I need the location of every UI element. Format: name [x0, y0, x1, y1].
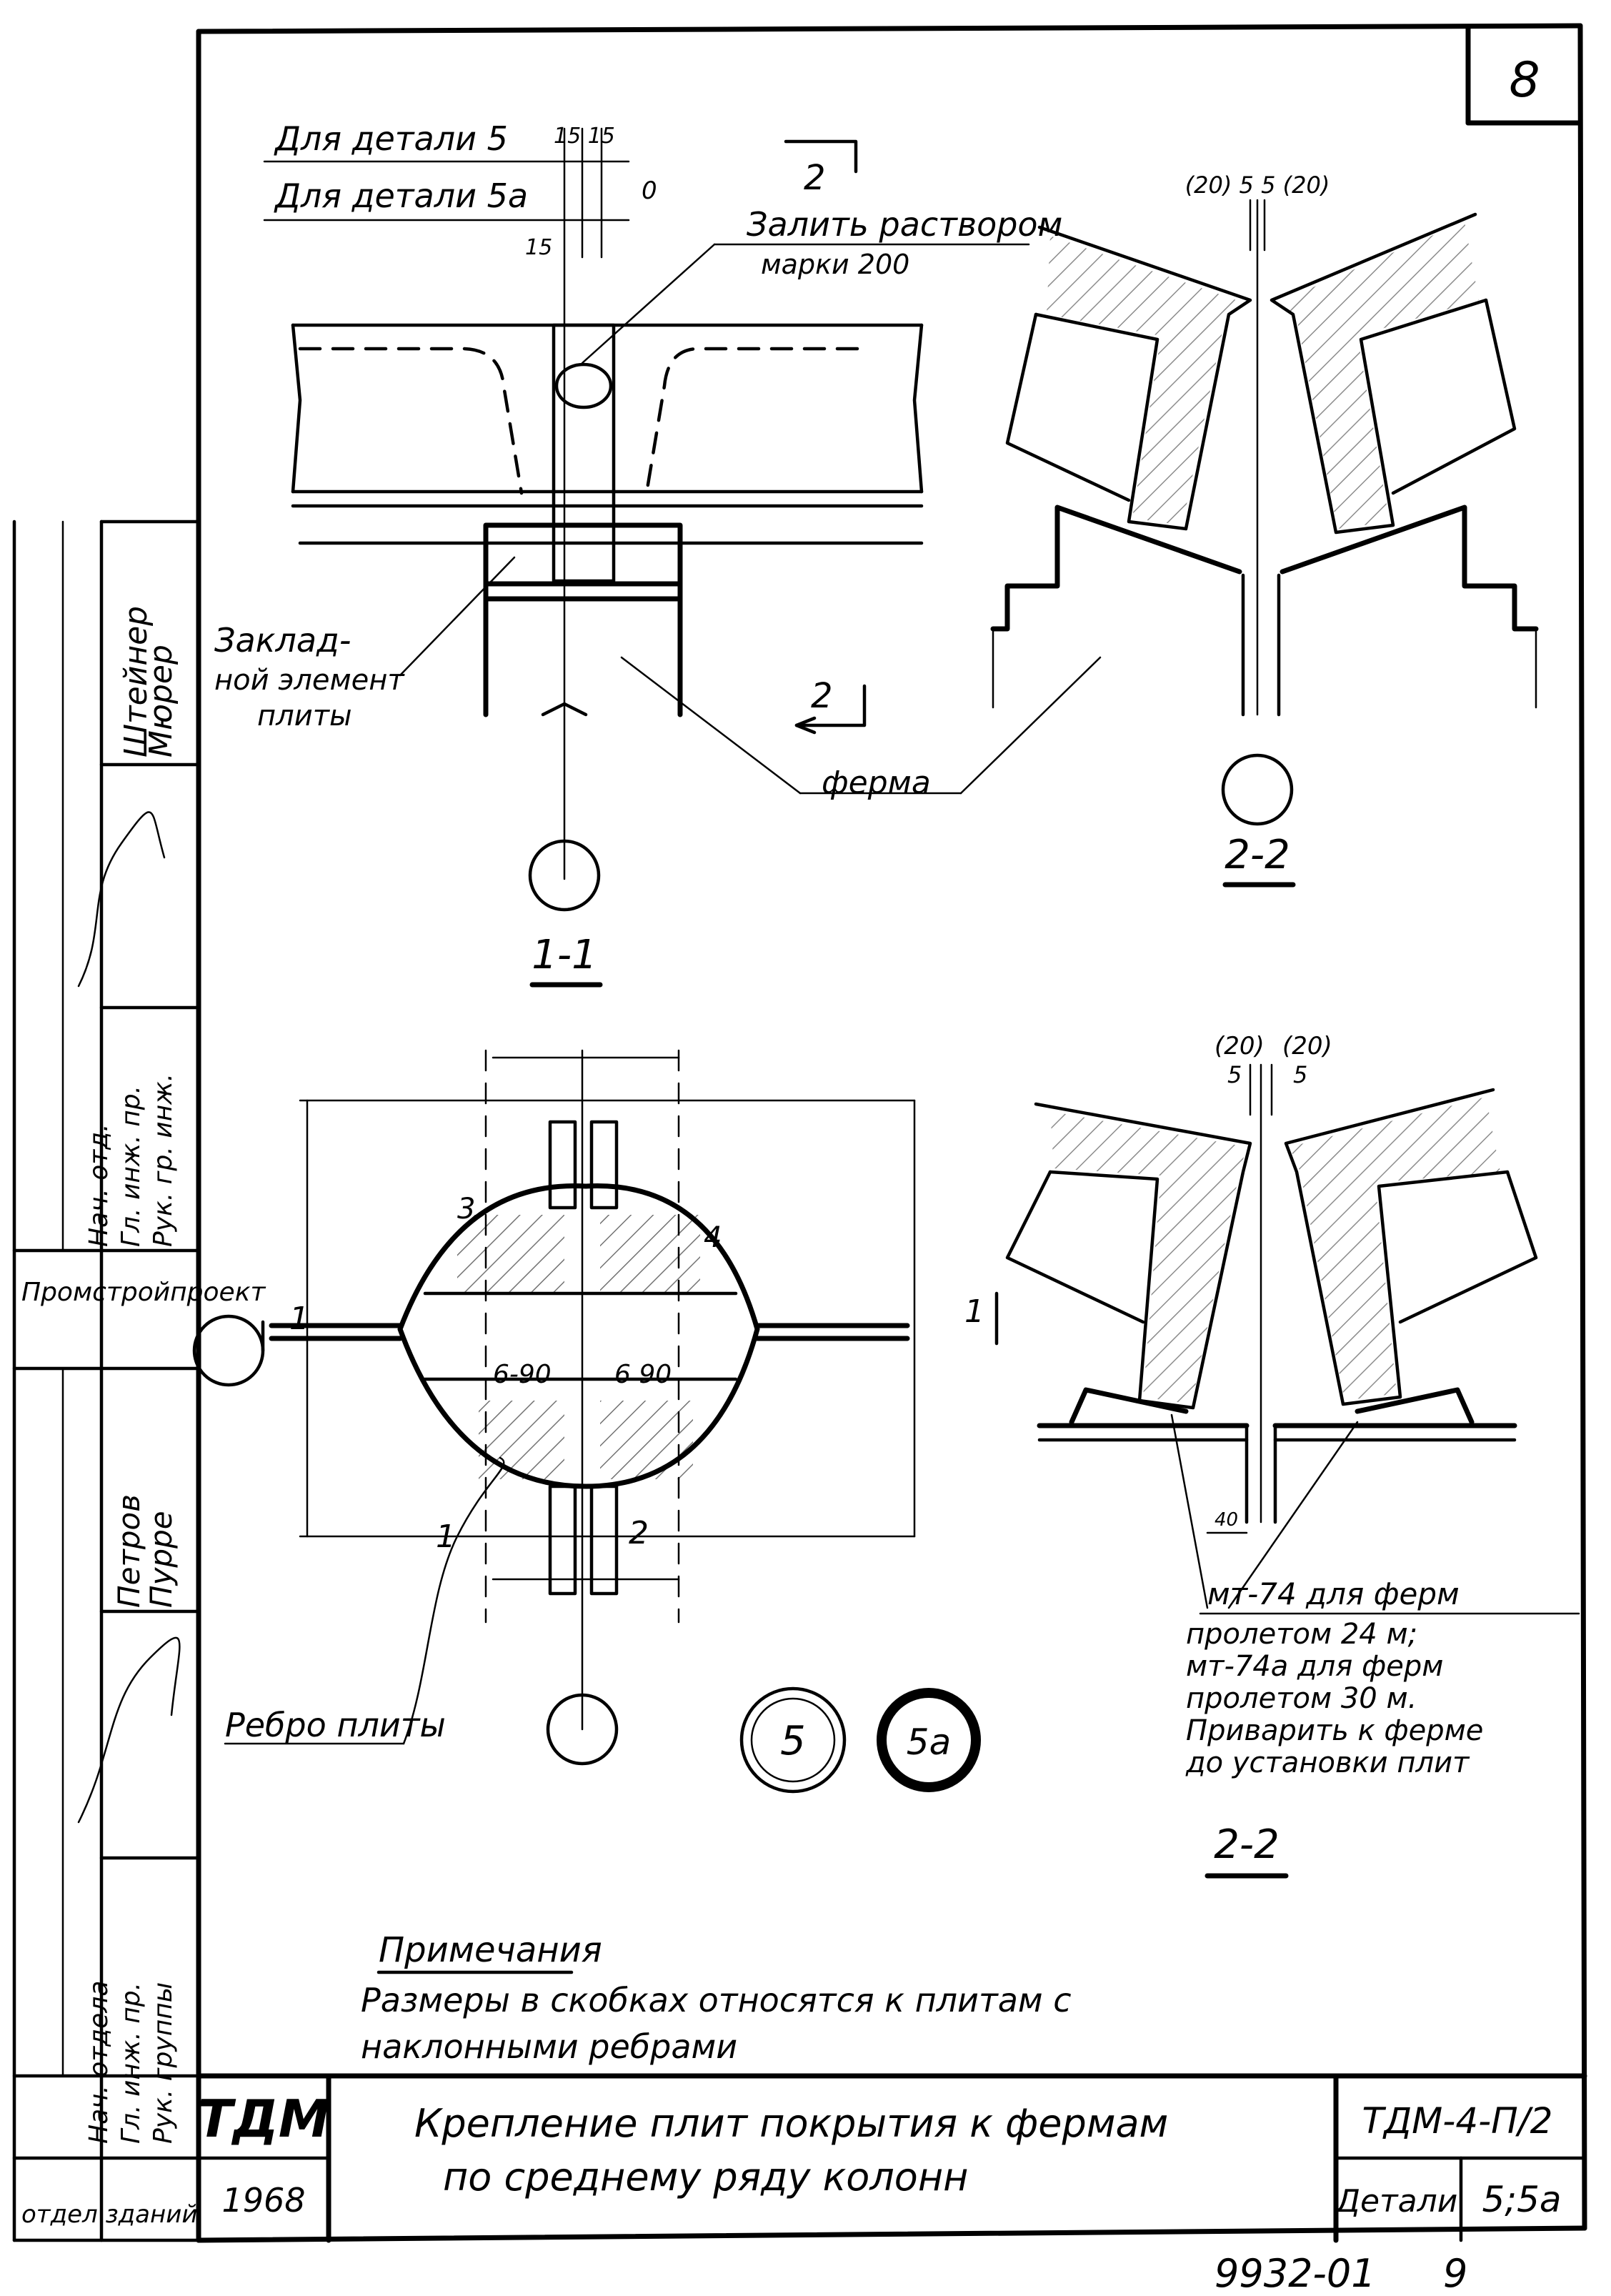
- plan-num-2: 2: [629, 1515, 649, 1551]
- truss-label: ферма: [822, 765, 931, 801]
- dim-bottom-5r: 5: [1293, 1061, 1307, 1088]
- detail-5-ring-outer: [739, 1686, 847, 1794]
- signature-2: [77, 1636, 181, 1824]
- section-1-1: Для детали 5 15 15 Для детали 5а 0 15 2 …: [214, 119, 1102, 988]
- stamp-col-b-1: Петров: [111, 1494, 146, 1608]
- notes-line-1: Размеры в скобках относятся к плитам с: [361, 1981, 1072, 2019]
- embedded-3: плиты: [257, 700, 352, 732]
- sheet-number-box: 8: [1465, 24, 1583, 126]
- doc-code: ТДМ-4-П/2: [1362, 2100, 1553, 2142]
- dim-row2-label: Для детали 5а: [274, 177, 528, 215]
- embedded-2: ной элемент: [214, 664, 405, 697]
- stamp-col-a-3: Рук. группы: [149, 1982, 178, 2144]
- plan-cut-left: 1: [289, 1301, 309, 1337]
- dim-row2-value: 0: [642, 177, 657, 205]
- signature-1: [77, 811, 166, 988]
- note-3: мт-74а для ферм: [1186, 1650, 1443, 1683]
- notes-heading: Примечания: [379, 1930, 602, 1970]
- year: 1968: [221, 2181, 305, 2220]
- stamp-col-c-3: Рук. гр. инж.: [149, 1073, 178, 1247]
- stamp-col-b-2: Пурре: [144, 1511, 179, 1608]
- stamp-col-c-1: Нач. отд.: [84, 1123, 114, 1247]
- stamp-col-d-1: Мюрер: [143, 645, 179, 757]
- dim-top-right: (20) 5 5 (20): [1185, 172, 1330, 199]
- cut-marker-top: 2: [804, 158, 826, 198]
- plan-num-3: 3: [457, 1193, 475, 1226]
- note-4: пролетом 30 м.: [1186, 1682, 1417, 1715]
- archive-number: 9932-01: [1215, 2251, 1376, 2296]
- plan-num-4: 4: [704, 1221, 722, 1254]
- dim-row1-values: 15 15: [554, 124, 615, 149]
- detail-5a-label: 5а: [907, 1721, 951, 1763]
- dim-left: 15: [525, 235, 552, 260]
- stamp-org-department: отдел зданий: [21, 2200, 197, 2229]
- detail-5-ring-inner: [750, 1697, 836, 1783]
- notes-block: Примечания Размеры в скобках относятся к…: [361, 1930, 1072, 2066]
- stamp-org-name: Промстройпроект: [21, 1278, 266, 1307]
- stamp-col-c-2: Гл. инж. пр.: [116, 1085, 146, 1247]
- detail-5a-ring: [877, 1688, 981, 1792]
- title-line-2: по среднему ряду колонн: [443, 2155, 968, 2200]
- stamp-col-d-2: Штейнер: [118, 606, 154, 757]
- plan-dim-right: 6 90: [614, 1360, 672, 1389]
- section-label-1-1: 1-1: [532, 932, 597, 978]
- details-label: Детали: [1335, 2183, 1458, 2220]
- section-2-2-bottom: (20) (20) 5 5 40 мт-74 для ферм пролетом…: [1005, 1032, 1580, 1879]
- section-label-2-2-bottom: 2-2: [1214, 1822, 1279, 1868]
- dim-bottom-tr: (20): [1282, 1032, 1332, 1060]
- sheet-number: 8: [1509, 52, 1540, 109]
- sheet-index: 9: [1443, 2251, 1467, 2296]
- section-2-2-top: (20) 5 5 (20) 2-2: [990, 172, 1539, 888]
- dim-bottom-tl: (20): [1215, 1032, 1265, 1060]
- plan-cut-right: 1: [964, 1293, 984, 1330]
- note-5: Приварить к ферме: [1186, 1714, 1483, 1747]
- note-2: пролетом 24 м;: [1186, 1618, 1417, 1651]
- plan-num-1: 1: [436, 1519, 456, 1555]
- plan-view: 1 1 3 4 1 2 6-90 6 90 Ребро плиты 5 5а: [192, 1049, 999, 1794]
- detail-5-label: 5: [780, 1718, 806, 1764]
- dim-bottom-5l: 5: [1227, 1061, 1242, 1088]
- sheet-frame: [12, 23, 1587, 2243]
- org-logo: ТДМ: [198, 2089, 330, 2149]
- note-1: мт-74 для ферм: [1207, 1576, 1460, 1611]
- dim-bottom-40: 40: [1215, 1509, 1238, 1531]
- rib-label: Ребро плиты: [225, 1706, 446, 1744]
- grout-note-1: Залить раствором: [747, 205, 1062, 244]
- embedded-1: Заклад-: [214, 621, 351, 660]
- cut-marker-bottom: 2: [811, 676, 833, 716]
- stamp-col-a-1: Нач. отдела: [84, 1981, 114, 2144]
- title-block: ТДМ 1968 Крепление плит покрытия к ферма…: [196, 2073, 1587, 2296]
- grout-note-2: марки 200: [761, 249, 909, 280]
- stamp-col-a-2: Гл. инж. пр.: [116, 1982, 146, 2144]
- dim-row1-label: Для детали 5: [274, 119, 508, 158]
- notes-line-2: наклонными ребрами: [361, 2027, 737, 2066]
- section-label-2-2-top: 2-2: [1225, 832, 1290, 878]
- details-value: 5;5а: [1482, 2179, 1561, 2220]
- note-6: до установки плит: [1185, 1746, 1470, 1779]
- title-line-1: Крепление плит покрытия к фермам: [414, 2101, 1168, 2146]
- stamp-strip: Мюрер Штейнер Рук. гр. инж. Гл. инж. пр.…: [21, 606, 266, 2229]
- plan-dim-left: 6-90: [493, 1360, 552, 1389]
